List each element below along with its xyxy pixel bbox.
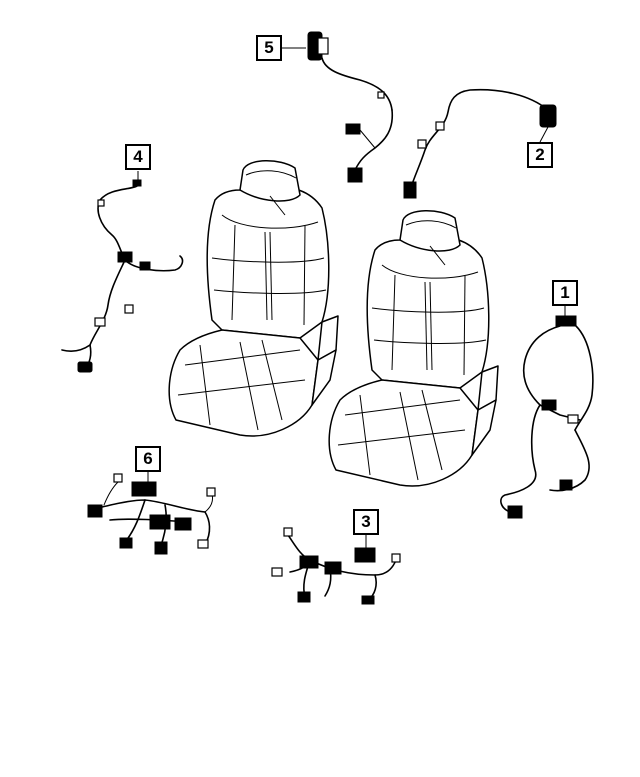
callout-5: 5 [256,35,282,61]
callout-3: 3 [353,509,379,535]
callout-2: 2 [527,142,553,168]
right-seat [328,210,499,487]
harness-3 [271,527,401,605]
harness-4 [61,171,184,373]
left-seat [168,160,339,437]
harness-1 [500,303,594,519]
callout-6: 6 [135,446,161,472]
harness-6 [87,472,216,555]
harness-2 [403,88,557,199]
callout-1: 1 [552,280,578,306]
harness-5 [282,31,394,183]
callout-4: 4 [125,144,151,170]
